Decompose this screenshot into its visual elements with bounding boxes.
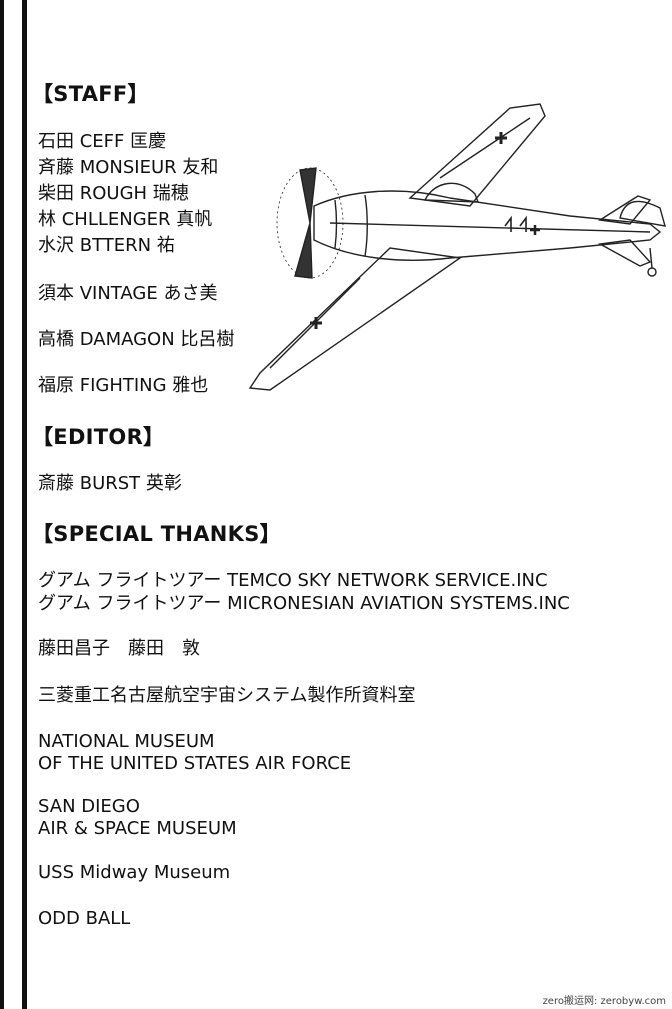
thanks-entry: OF THE UNITED STATES AIR FORCE — [38, 753, 352, 774]
staff-heading: 【STAFF】 — [32, 82, 149, 106]
staff-member: 福原 FIGHTING 雅也 — [38, 375, 209, 396]
editor-heading: 【EDITOR】 — [32, 425, 165, 449]
fighter-plane-illustration — [248, 103, 666, 391]
editor-member: 斎藤 BURST 英彰 — [38, 473, 182, 494]
thanks-entry: SAN DIEGO — [38, 796, 140, 817]
thanks-entry: AIR & SPACE MUSEUM — [38, 818, 237, 839]
thanks-entry: 藤田昌子 藤田 敦 — [38, 638, 200, 659]
thanks-entry: NATIONAL MUSEUM — [38, 731, 215, 752]
thanks-entry: ODD BALL — [38, 908, 131, 929]
staff-member: 柴田 ROUGH 瑞穂 — [38, 183, 189, 204]
staff-member: 林 CHLLENGER 真帆 — [38, 209, 213, 230]
staff-member: 石田 CEFF 匡慶 — [38, 131, 167, 152]
thanks-entry: USS Midway Museum — [38, 862, 231, 883]
thanks-entry: グアム フライトツアー MICRONESIAN AVIATION SYSTEMS… — [38, 593, 570, 614]
thanks-entry: グアム フライトツアー TEMCO SKY NETWORK SERVICE.IN… — [38, 570, 548, 591]
staff-member: 斉藤 MONSIEUR 友和 — [38, 157, 219, 178]
thanks-entry: 三菱重工名古屋航空宇宙システム製作所資料室 — [38, 685, 416, 706]
page-left-rule — [22, 0, 27, 1009]
page-edge-bar — [0, 0, 4, 1009]
staff-member: 水沢 BTTERN 祐 — [38, 235, 175, 256]
special-thanks-heading: 【SPECIAL THANKS】 — [32, 522, 281, 546]
watermark-text: zero搬运网: zerobyw.com — [542, 996, 666, 1007]
staff-member: 須本 VINTAGE あさ美 — [38, 283, 218, 304]
staff-member: 高橋 DAMAGON 比呂樹 — [38, 329, 235, 350]
